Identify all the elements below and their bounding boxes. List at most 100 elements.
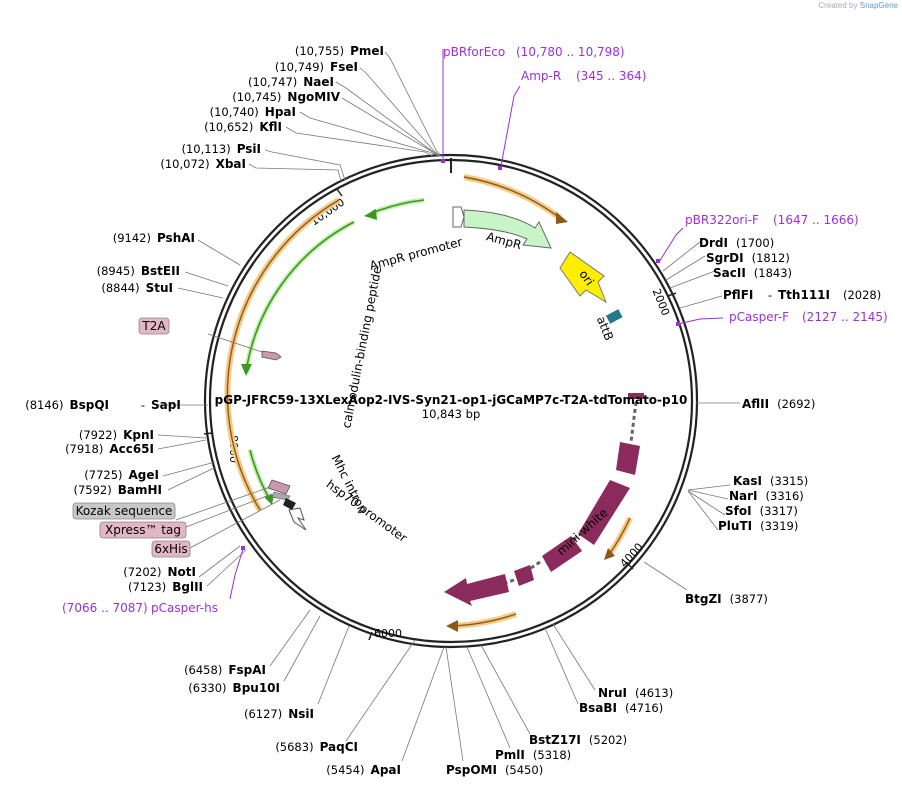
- enzyme-pmei: PmeI (10,755): [295, 44, 384, 58]
- enzyme-name: SfoI: [725, 504, 752, 518]
- ampr-features: AmpR promoter AmpR: [368, 206, 552, 273]
- primer-range: (2127 .. 2145): [802, 310, 888, 324]
- enzyme-position: (3316): [766, 489, 804, 503]
- boxed-label-2: Kozak sequence: [72, 486, 271, 521]
- enzyme-tth111i: -Tth111I: [768, 288, 830, 302]
- enzyme-name: KflI: [259, 120, 282, 134]
- enzyme-bpu10i: Bpu10I(6330): [188, 681, 280, 695]
- enzyme-leader-lines: [157, 51, 740, 762]
- feature-label-hsp70-promoter: hsp70 promoter: [324, 477, 410, 545]
- tick-label-6000: 6000: [374, 627, 402, 640]
- enzyme-position: (8945): [97, 264, 135, 278]
- enzyme-btgzi: BtgZI(3877): [685, 592, 768, 606]
- mini-white-feature: mini-white: [444, 393, 644, 606]
- enzyme-kfli: KflI (10,652): [204, 120, 282, 134]
- snapgene-brand: SnapGene: [859, 1, 898, 10]
- enzyme-position: (5683): [275, 740, 313, 754]
- primer-range: (1647 .. 1666): [773, 213, 859, 227]
- enzyme-nrui: NruI(4613): [598, 686, 673, 700]
- enzyme-name: BstZ17I: [529, 733, 581, 747]
- enzyme-position: (5318): [533, 748, 571, 762]
- enzyme-name: SapI: [151, 398, 181, 412]
- enzyme-naei: NaeI(10,747): [248, 75, 334, 89]
- enzyme-name: PaqCI: [320, 740, 358, 754]
- boxed-label-1: T2A: [138, 317, 263, 353]
- enzyme-name: NotI: [168, 565, 197, 579]
- primer-name: pCasper-hs: [151, 601, 218, 615]
- enzyme-fspai: FspAI(6458): [184, 663, 266, 677]
- primer-range: (7066 .. 7087): [62, 601, 148, 615]
- enzyme-name: PflFI: [723, 288, 753, 302]
- enzyme-name: NsiI: [288, 707, 314, 721]
- enzyme-position: (10,745): [232, 90, 281, 104]
- enzyme-name: BsaBI: [579, 701, 617, 715]
- enzyme-name: Bpu10I: [233, 681, 280, 695]
- primer-name: pBRforEco: [443, 45, 505, 59]
- enzyme-name: Tth111I: [778, 288, 830, 302]
- boxed-label-text: Kozak sequence: [76, 504, 173, 518]
- boxed-label-text: 6xHis: [154, 542, 187, 556]
- primer-pcasper-hs: (7066 .. 7087)pCasper-hs: [62, 601, 218, 615]
- enzyme-hpai: HpaI (10,740): [210, 105, 296, 119]
- enzyme-bsabi: BsaBI(4716): [579, 701, 663, 715]
- enzyme-position: (1812): [752, 251, 790, 265]
- enzyme-position: (9142): [113, 231, 151, 245]
- enzyme-fsei: FseI(10,749): [275, 60, 358, 74]
- enzyme-position: (10,749): [275, 60, 324, 74]
- enzyme-position: (5450): [505, 763, 543, 777]
- enzyme-name: NarI: [729, 489, 758, 503]
- enzyme-kpni: KpnI(7922): [79, 428, 154, 442]
- enzyme-name: NaeI: [303, 75, 334, 89]
- enzyme-xbai: XbaI(10,072): [160, 157, 246, 171]
- enzyme-bsteii: BstEII(8945): [97, 264, 180, 278]
- primer-name: pCasper-F: [729, 310, 789, 324]
- primer-leader-lines: [229, 49, 724, 600]
- enzyme-name: HpaI: [265, 105, 296, 119]
- enzyme-position: (2028): [843, 288, 881, 302]
- enzyme-position: (3319): [760, 519, 798, 533]
- enzyme-position: (10,755): [295, 44, 344, 58]
- enzyme-name: PmeI: [350, 44, 384, 58]
- tick-label-2000: 2000: [650, 287, 673, 318]
- primer-name: pBR322ori-F: [685, 213, 759, 227]
- enzyme-position: (10,652): [204, 120, 253, 134]
- primer-name: Amp-R: [521, 69, 561, 83]
- backbone-outer-ring: [203, 153, 699, 649]
- enzyme-position: (10,740): [210, 105, 259, 119]
- boxed-label-text: T2A: [141, 319, 166, 333]
- enzyme-position: (7123): [128, 580, 166, 594]
- enzyme-sacii: SacII(1843): [713, 266, 792, 280]
- enzyme-name: BglII: [172, 580, 203, 594]
- enzyme-separator: -: [141, 398, 145, 412]
- enzyme-name: XbaI: [216, 157, 246, 171]
- enzyme-position: (6458): [184, 663, 222, 677]
- enzyme-position: (3317): [760, 504, 798, 518]
- enzyme-position: (1700): [736, 236, 774, 250]
- enzyme-position: (8844): [101, 281, 139, 295]
- enzyme-stui: StuI(8844): [101, 281, 173, 295]
- enzyme-drdi: DrdI(1700): [699, 236, 774, 250]
- enzyme-nsii: NsiI (6127): [244, 707, 314, 721]
- enzyme-name: ApaI: [371, 763, 401, 777]
- enzyme-position: (4613): [635, 686, 673, 700]
- enzyme-name: BspQI: [69, 398, 109, 412]
- enzyme-bstz17i: BstZ17I(5202): [529, 733, 627, 747]
- enzyme-name: BtgZI: [685, 592, 722, 606]
- enzyme-ngomiv: NgoMIV(10,745): [232, 90, 341, 104]
- enzyme-position: (7592): [73, 483, 111, 497]
- enzyme-pshai: PshAI(9142): [113, 231, 195, 245]
- enzyme-position: (6127): [244, 707, 282, 721]
- plasmid-name: pGP-JFRC59-13XLexAop2-IVS-Syn21-op1-jGCa…: [215, 393, 688, 407]
- enzyme-name: SacII: [713, 266, 746, 280]
- enzyme-bglii: BglII (7123): [128, 580, 203, 594]
- enzyme-name: PluTI: [718, 519, 752, 533]
- enzyme-name: PspOMI: [446, 763, 497, 777]
- enzyme-position: (10,113): [181, 142, 230, 156]
- enzyme-name: SgrDI: [706, 251, 744, 265]
- enzyme-name: PmlI: [495, 748, 525, 762]
- enzyme-kasi: KasI(3315): [733, 474, 808, 488]
- enzyme-position: (3315): [770, 474, 808, 488]
- enzyme-sfoi: SfoI (3317): [725, 504, 798, 518]
- enzyme-sapi: -SapI: [141, 398, 181, 412]
- primer-range: (10,780 .. 10,798): [516, 45, 625, 59]
